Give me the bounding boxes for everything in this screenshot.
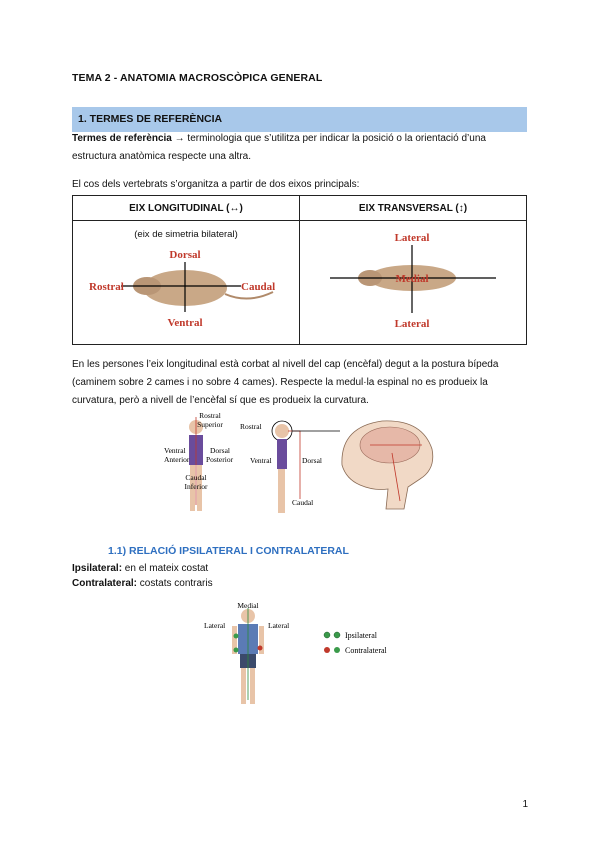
contralateral-def: costats contraris [137,578,213,589]
symmetry-note: (eix de simetria bilateral) [134,229,238,240]
label-lateral-left: Lateral [204,621,225,630]
axes-intro: El cos dels vertebrats s’organitza a par… [72,179,360,190]
label-lateral-right: Lateral [268,621,289,630]
longitudinal-cell: (eix de simetria bilateral) Dorsal Rostr… [72,220,300,345]
human-front-figure [232,608,264,704]
col-header-longitudinal: EIX LONGITUDINAL (↔) [72,195,300,221]
rat-longitudinal-figure: Dorsal Rostral Caudal Ventral [89,249,275,329]
label-ventral: Ventral [167,317,202,329]
label-medial: Medial [237,601,258,610]
label-rostral: Rostral [89,281,124,293]
axes-table: EIX LONGITUDINAL (↔) EIX TRANSVERSAL (↕)… [72,195,527,345]
label-caudal: Caudal [241,281,275,293]
brain-figure [341,420,434,510]
label-lateral-bottom: Lateral [395,318,430,330]
front-label-posterior: Posterior [206,455,234,464]
intro-line2: estructura anatòmica respecte una altra. [72,151,251,162]
ipsilateral-figure: Medial Lateral Lateral Ipsilateral Contr… [204,601,388,704]
contralateral-definition: Contralateral: costats contraris [72,578,213,589]
side-label-ventral: Ventral [250,456,272,465]
human-line1: En les persones l’eix longitudinal està … [72,359,499,370]
front-label-superior: Superior [197,420,223,429]
label-lateral-top: Lateral [395,232,430,244]
label-medial: Medial [396,273,429,285]
page-number: 1 [522,799,528,810]
legend-ipsilateral: Ipsilateral [345,631,378,640]
front-label-rostral: Rostral [199,411,221,420]
human-line2: (caminem sobre 2 cames i no sobre 4 came… [72,377,488,388]
section-header-bar: 1. TERMES DE REFERÈNCIA [72,107,527,132]
subsection-title: 1.1) RELACIÓ IPSILATERAL I CONTRALATERAL [108,545,349,557]
legend-contralateral: Contralateral [345,646,388,655]
arrow-glyph: → [174,133,185,144]
side-label-dorsal: Dorsal [302,456,322,465]
rat-tail [224,291,274,300]
side-label-caudal: Caudal [292,498,313,507]
term-bold: Termes de referència [72,133,172,144]
transversal-cell: Lateral Medial Lateral [299,220,527,345]
human-paragraph: En les persones l’eix longitudinal està … [72,356,532,410]
contralateral-term: Contralateral: [72,578,138,589]
front-label-ventral: Ventral [164,446,186,455]
ipsilateral-term: Ipsilateral: [72,563,123,574]
rat-transversal-figure: Lateral Medial Lateral [330,232,496,330]
document-title: TEMA 2 - ANATOMIA MACROSCÒPICA GENERAL [72,72,323,84]
legend: Ipsilateral Contralateral [323,631,388,655]
front-figure: Rostral Superior Ventral Anterior Dorsal… [164,411,234,511]
ipsi-dot [233,633,239,639]
ipsilateral-def: en el mateix costat [122,563,209,574]
intro-line1: terminologia que s’utilitza per indicar … [184,133,486,144]
spinal-axis [391,452,401,502]
front-label-anterior: Anterior [164,455,190,464]
front-label-inferior: Inferior [185,482,208,491]
contra-dot [257,645,263,651]
col-header-transversal: EIX TRANSVERSAL (↕) [299,195,527,221]
human-line3: curvatura, però a nivell de l’encèfal sí… [72,395,369,406]
ipsi-dot [233,647,239,653]
intro-paragraph: Termes de referència → terminologia que … [72,130,532,166]
ipsilateral-definition: Ipsilateral: en el mateix costat [72,563,208,574]
front-label-dorsal: Dorsal [210,446,230,455]
side-figure: Rostral Ventral Dorsal Caudal [240,420,340,513]
front-label-caudal: Caudal [185,473,206,482]
side-label-rostral: Rostral [240,422,262,431]
section-title: 1. TERMES DE REFERÈNCIA [78,113,223,125]
label-dorsal: Dorsal [169,249,200,261]
human-axes-figure: Rostral Superior Ventral Anterior Dorsal… [164,411,434,513]
